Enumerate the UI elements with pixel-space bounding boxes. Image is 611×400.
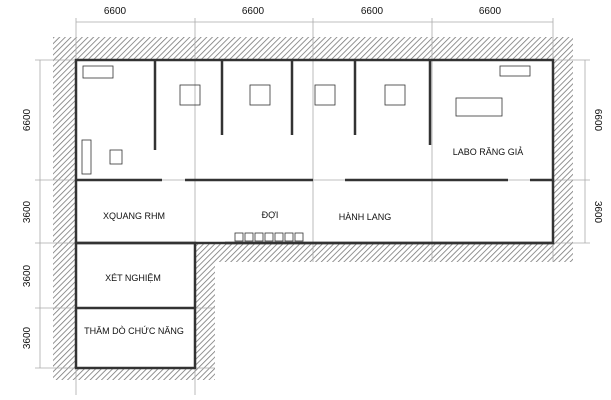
dim-right-2: 3600 — [592, 201, 603, 224]
dim-top-2: 6600 — [242, 6, 265, 17]
room-tham-do: THĂM DÒ CHỨC NĂNG — [84, 326, 184, 336]
dim-top-4: 6600 — [479, 6, 502, 17]
room-hanh-lang: HÀNH LANG — [339, 212, 392, 222]
furniture — [81, 65, 531, 175]
room-labo: LABO RĂNG GIẢ — [453, 146, 524, 157]
dim-left-1: 6600 — [22, 108, 33, 131]
room-xet-nghiem: XÉT NGHIỆM — [105, 273, 161, 283]
grid-lines — [35, 18, 590, 395]
dim-left-3: 3600 — [22, 264, 33, 287]
dim-right-1: 6600 — [592, 109, 603, 132]
waiting-chairs — [234, 232, 304, 242]
interior-walls — [74, 58, 555, 370]
dim-left-2: 3600 — [22, 200, 33, 223]
dim-left-4: 3600 — [22, 326, 33, 349]
dim-top-1: 6600 — [104, 6, 127, 17]
dim-top-3: 6600 — [361, 6, 384, 17]
room-doi: ĐỢI — [262, 210, 279, 220]
room-xquang: XQUANG RHM — [103, 211, 165, 221]
